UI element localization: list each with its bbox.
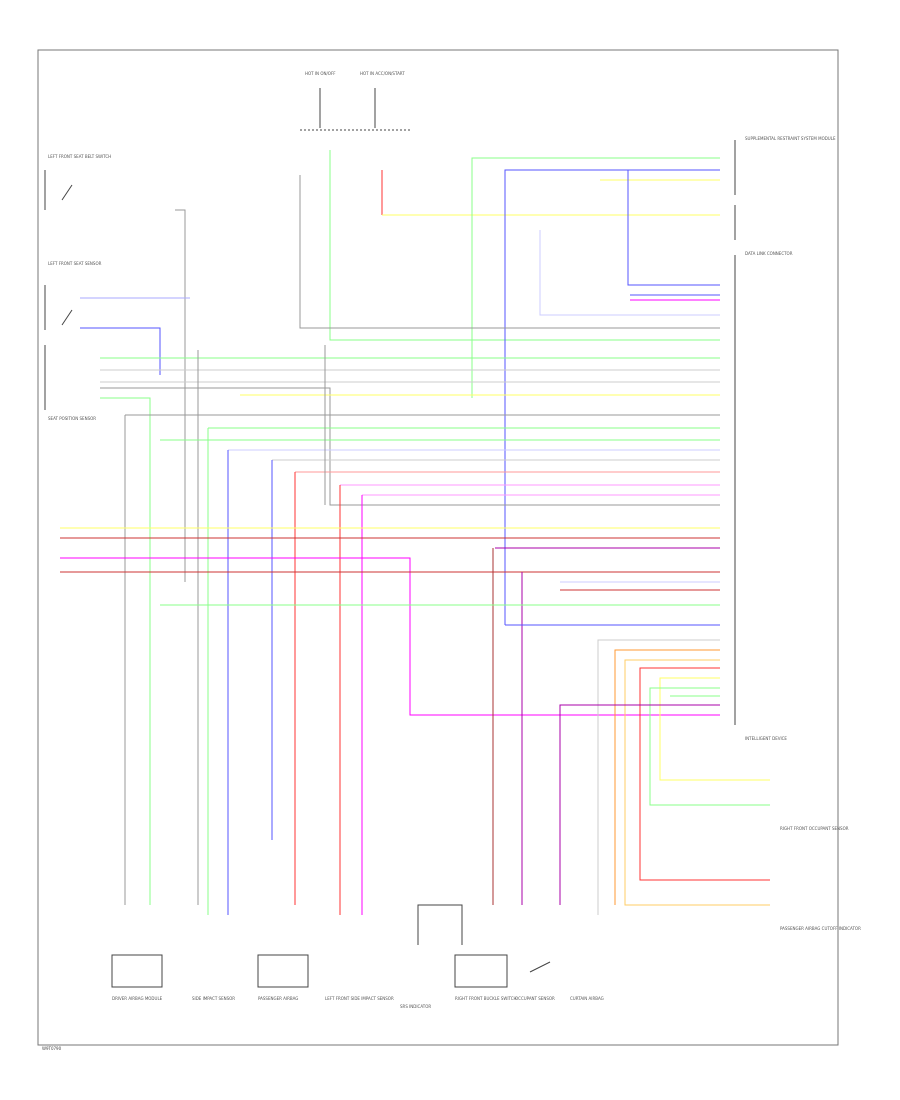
top-label-2: HOT IN ACC/ON/START <box>360 71 405 76</box>
bottom-label-4: LEFT FRONT SIDE IMPACT SENSOR <box>325 996 394 1001</box>
right-label-1: SUPPLEMENTAL RESTRAINT SYSTEM MODULE <box>745 136 836 141</box>
frame-code: W9T0790 <box>42 1046 62 1051</box>
bottom-label-7: OCCUPANT SENSOR <box>515 996 555 1001</box>
left-label-3: SEAT POSITION SENSOR <box>48 416 96 421</box>
right-label-3: INTELLIGENT DEVICE <box>745 736 787 741</box>
bottom-label-8: CURTAIN AIRBAG <box>570 996 604 1001</box>
diagram-frame <box>37 49 839 1046</box>
right-connector: SUPPLEMENTAL RESTRAINT SYSTEM MODULE DAT… <box>734 136 861 931</box>
left-label-2: LEFT FRONT SEAT SENSOR <box>48 261 102 266</box>
bottom-label-5: SRS INDICATOR <box>400 1004 431 1009</box>
right-label-2: DATA LINK CONNECTOR <box>745 251 793 256</box>
top-fuse-block: HOT IN ON/OFF HOT IN ACC/ON/START <box>300 71 410 131</box>
left-label-1: LEFT FRONT SEAT BELT SWITCH <box>48 154 111 159</box>
left-switches: LEFT FRONT SEAT BELT SWITCH LEFT FRONT S… <box>44 154 111 421</box>
bottom-components: DRIVER AIRBAG MODULE SIDE IMPACT SENSOR … <box>111 904 604 1009</box>
wires <box>60 150 770 915</box>
top-label-1: HOT IN ON/OFF <box>305 71 336 76</box>
bottom-label-2: SIDE IMPACT SENSOR <box>192 996 235 1001</box>
right-label-5: PASSENGER AIRBAG CUTOFF INDICATOR <box>780 926 861 931</box>
bottom-label-6: RIGHT FRONT BUCKLE SWITCH <box>455 996 517 1001</box>
bottom-label-1: DRIVER AIRBAG MODULE <box>112 996 163 1001</box>
bottom-label-3: PASSENGER AIRBAG <box>258 996 298 1001</box>
right-label-4: RIGHT FRONT OCCUPANT SENSOR <box>780 826 849 831</box>
